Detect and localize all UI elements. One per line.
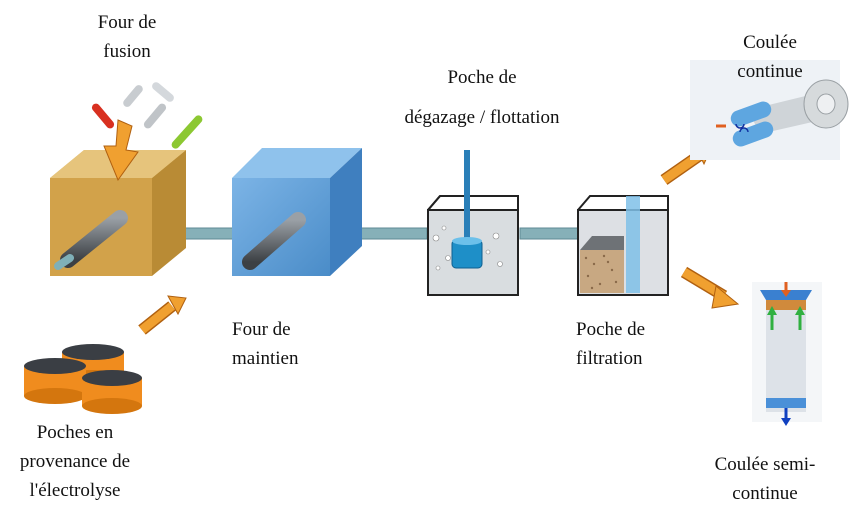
ladle-cylinder: [24, 358, 86, 404]
red-bar: [91, 103, 115, 129]
continuous-casting-label: Coulée continue: [737, 32, 803, 82]
pipe-degassing-to-filtration: [519, 227, 581, 240]
filtration-ladle-label: Poche de filtration: [576, 319, 646, 369]
arrow-into-melting-furnace: [103, 119, 139, 182]
degassing-ladle: [427, 150, 519, 296]
raw-material-bars: [91, 82, 203, 149]
filtration-ladle: [577, 195, 669, 296]
gas-bubbles: [432, 225, 503, 271]
ladle-cylinder: [82, 370, 142, 414]
continuous-casting-machine: [690, 60, 849, 160]
degassing-ladle-label: Poche de dégazage / flottation: [404, 67, 560, 128]
grey-bar: [143, 103, 167, 129]
semi-continuous-casting-mold: [752, 282, 822, 426]
melting-furnace-label: Four de fusion: [97, 12, 157, 62]
arrow-to-semi-continuous-casting: [680, 266, 740, 309]
casting-roller-bottom: [732, 121, 774, 147]
arrow-from-electrolysis: [138, 295, 187, 335]
electrolysis-ladles-label: Poches en provenance de l'électrolyse: [19, 422, 131, 501]
semi-continuous-casting-label: Coulée semi- continue: [714, 454, 816, 504]
green-bar: [171, 115, 203, 149]
pipe-holding-to-degassing: [354, 227, 428, 240]
holding-furnace-spout: [242, 212, 306, 270]
melting-furnace-spout: [54, 210, 128, 270]
casting-roller-top: [730, 101, 772, 127]
filter-media: [580, 250, 624, 293]
grey-bar: [152, 82, 174, 102]
holding-furnace-label: Four de maintien: [232, 319, 299, 369]
electrolysis-ladles: [24, 344, 142, 414]
filtration-outlet-channel: [626, 196, 640, 293]
grey-bar: [123, 85, 143, 107]
degassing-rotor-shaft: [464, 150, 470, 245]
